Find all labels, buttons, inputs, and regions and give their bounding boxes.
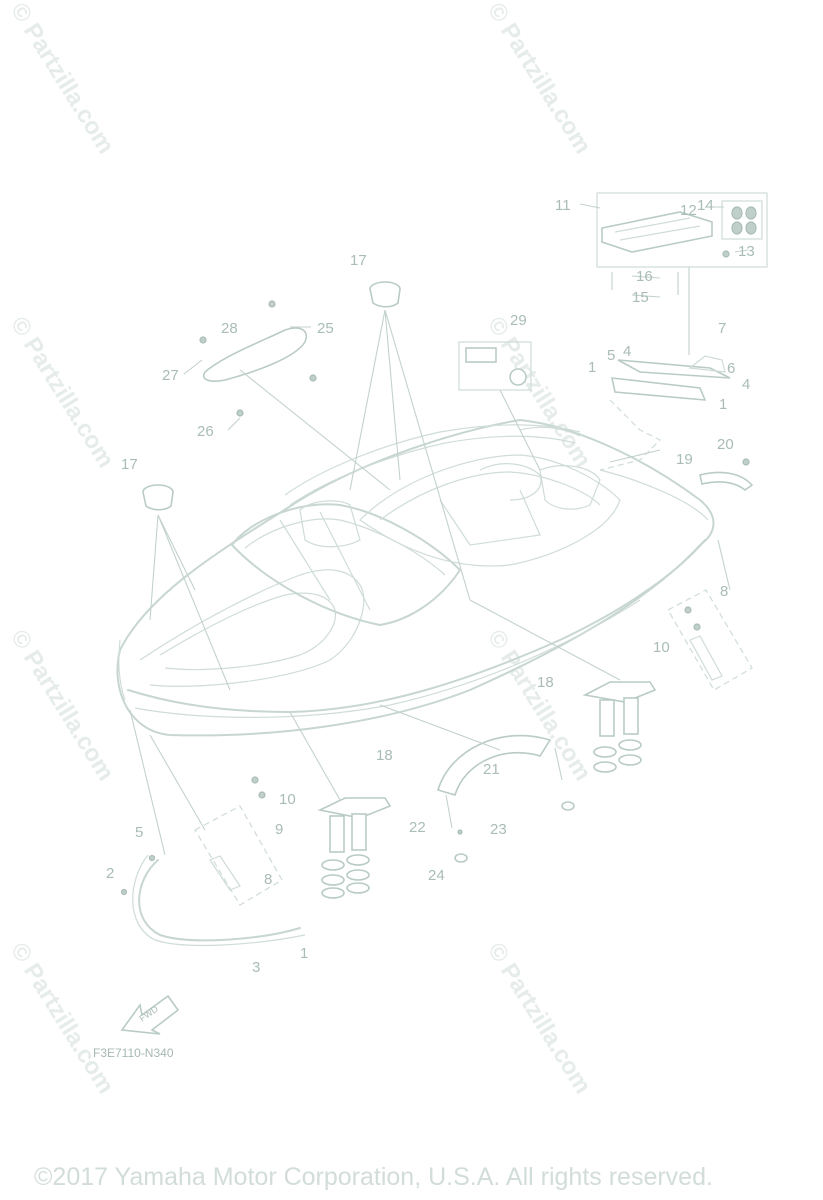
callout-5b: 5 bbox=[135, 824, 143, 841]
callout-11: 11 bbox=[555, 197, 571, 214]
ladder-assembly-group bbox=[596, 192, 768, 355]
callout-27: 27 bbox=[162, 367, 179, 384]
callout-1a: 1 bbox=[588, 359, 596, 376]
callout-21: 21 bbox=[483, 761, 500, 778]
callout-4a: 4 bbox=[623, 343, 631, 360]
callout-29: 29 bbox=[510, 312, 527, 329]
bracket-group bbox=[194, 589, 753, 906]
callout-9: 9 bbox=[275, 821, 283, 838]
callout-3: 3 bbox=[252, 959, 260, 976]
callout-16: 16 bbox=[636, 268, 653, 285]
callout-13: 13 bbox=[738, 243, 755, 260]
callout-2: 2 bbox=[106, 865, 114, 882]
callout-18a: 18 bbox=[537, 674, 554, 691]
callout-24: 24 bbox=[428, 867, 445, 884]
callout-28: 28 bbox=[221, 320, 238, 337]
cup-holder-group bbox=[142, 281, 471, 691]
callout-25: 25 bbox=[317, 320, 334, 337]
copyright-notice: ©2017 Yamaha Motor Corporation, U.S.A. A… bbox=[34, 1163, 713, 1191]
part-29-group bbox=[458, 341, 532, 391]
callout-1b: 1 bbox=[719, 396, 727, 413]
callout-23: 23 bbox=[490, 821, 507, 838]
callout-15: 15 bbox=[632, 289, 649, 306]
callout-20: 20 bbox=[717, 436, 734, 453]
rail-group bbox=[437, 734, 575, 863]
callout-22: 22 bbox=[409, 819, 426, 836]
diagram-code: F3E7110-N340 bbox=[93, 1046, 174, 1060]
callout-12: 12 bbox=[680, 202, 697, 219]
callout-17a: 17 bbox=[350, 252, 367, 269]
fwd-arrow: FWD bbox=[120, 994, 180, 1035]
callout-26: 26 bbox=[197, 423, 214, 440]
grab-handle-group bbox=[199, 300, 317, 417]
rub-rail-lines bbox=[120, 709, 306, 947]
callout-19: 19 bbox=[676, 451, 693, 468]
boat-hull-drawing bbox=[116, 419, 715, 737]
callout-4b: 4 bbox=[742, 376, 750, 393]
callout-6: 6 bbox=[727, 360, 735, 377]
callout-8b: 8 bbox=[264, 871, 272, 888]
callout-labels: 11 12 14 13 16 15 7 5 4 1 6 4 1 17 28 25… bbox=[106, 197, 755, 976]
tow-hook-group bbox=[699, 458, 754, 492]
callout-8a: 8 bbox=[720, 583, 728, 600]
callout-10b: 10 bbox=[279, 791, 296, 808]
platform-group bbox=[599, 355, 731, 471]
callout-5a: 5 bbox=[607, 347, 615, 364]
callout-17b: 17 bbox=[121, 456, 138, 473]
cleat-group bbox=[289, 599, 657, 899]
callout-14: 14 bbox=[697, 197, 714, 214]
callout-18b: 18 bbox=[376, 747, 393, 764]
callout-1c: 1 bbox=[300, 945, 308, 962]
callout-7: 7 bbox=[718, 320, 726, 337]
callout-10a: 10 bbox=[653, 639, 670, 656]
